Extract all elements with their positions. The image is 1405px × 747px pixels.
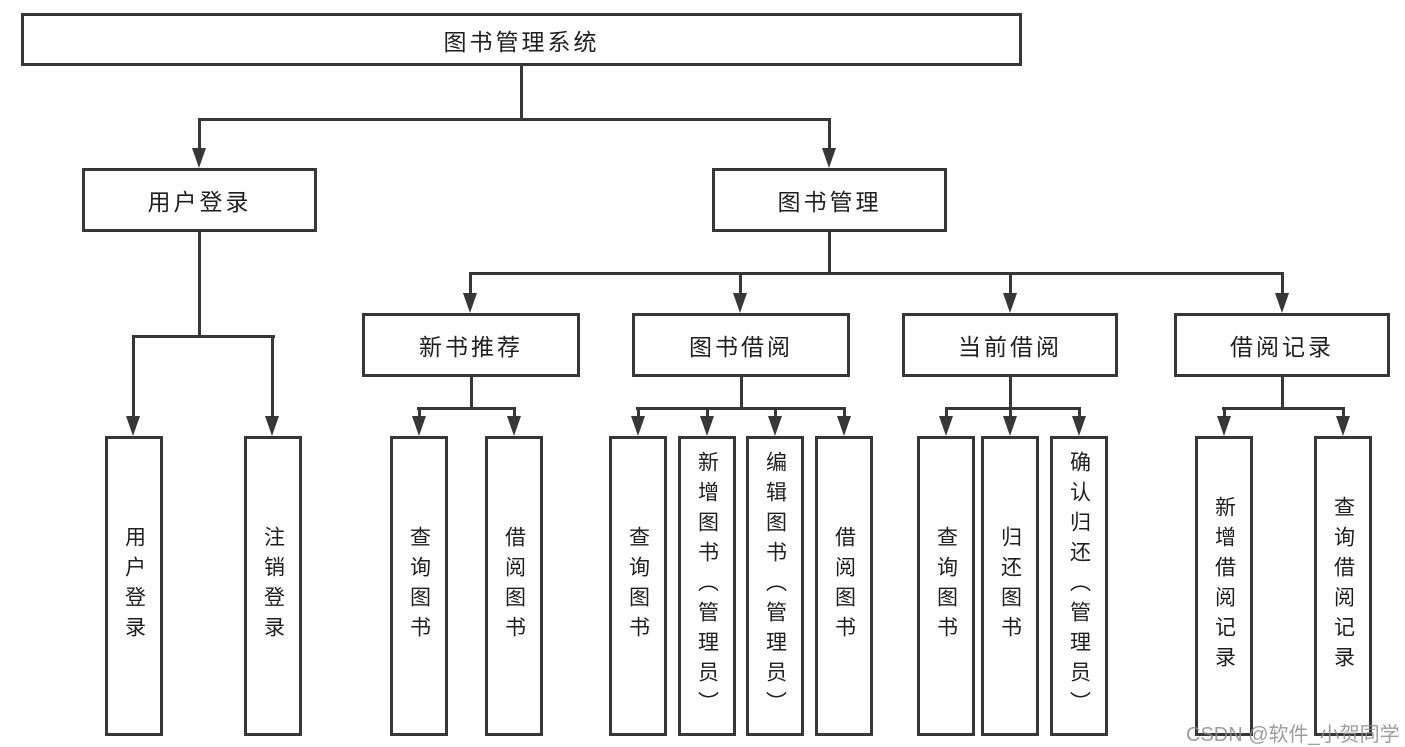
leaf-query-books-2: 查询图书 xyxy=(609,436,667,736)
connector-line xyxy=(1281,272,1284,296)
connector-line xyxy=(1281,377,1284,409)
node-borrow-record-label: 借阅记录 xyxy=(1230,334,1334,360)
leaf-add-borrow-record-label: 新增借阅记录 xyxy=(1212,496,1236,676)
watermark: CSDN @软件_小贺同学 xyxy=(1186,724,1400,746)
arrow-down-icon xyxy=(1072,416,1086,436)
connector-line xyxy=(774,407,777,419)
node-borrow-record: 借阅记录 xyxy=(1174,313,1390,377)
leaf-borrow-books-2-label: 借阅图书 xyxy=(832,526,856,646)
leaf-query-borrow-record: 查询借阅记录 xyxy=(1314,436,1372,736)
leaf-edit-book-admin-label: 编辑图书（管理员） xyxy=(763,451,787,721)
connector-line xyxy=(132,335,135,418)
leaf-add-borrow-record: 新增借阅记录 xyxy=(1195,436,1253,736)
node-current-borrow-label: 当前借阅 xyxy=(958,334,1062,360)
arrow-down-icon xyxy=(837,416,851,436)
connector-line xyxy=(1342,407,1345,419)
connector-line xyxy=(520,66,523,120)
leaf-query-books-3: 查询图书 xyxy=(917,436,975,736)
connector-line xyxy=(417,407,516,410)
connector-line xyxy=(637,407,640,419)
node-user-login-label: 用户登录 xyxy=(147,189,252,215)
connector-line xyxy=(513,407,516,419)
connector-line xyxy=(945,407,948,419)
connector-line xyxy=(469,272,472,296)
arrow-down-icon xyxy=(1217,416,1231,436)
leaf-query-books-3-label: 查询图书 xyxy=(934,526,958,646)
connector-line xyxy=(469,272,1283,275)
connector-line xyxy=(1009,407,1012,419)
leaf-borrow-books-2: 借阅图书 xyxy=(815,436,873,736)
leaf-query-books-1-label: 查询图书 xyxy=(407,526,431,646)
leaf-query-books-1: 查询图书 xyxy=(390,436,448,736)
leaf-return-books-label: 归还图书 xyxy=(998,526,1022,646)
leaf-user-login: 用户登录 xyxy=(105,436,163,736)
connector-line xyxy=(636,407,846,410)
leaf-edit-book-admin: 编辑图书（管理员） xyxy=(746,436,804,736)
node-book-management: 图书管理 xyxy=(712,168,947,232)
connector-line xyxy=(706,407,709,419)
leaf-borrow-books-1: 借阅图书 xyxy=(485,436,543,736)
leaf-query-borrow-record-label: 查询借阅记录 xyxy=(1331,496,1355,676)
connector-line xyxy=(132,335,275,338)
connector-line xyxy=(198,118,831,121)
arrow-down-icon xyxy=(939,416,953,436)
leaf-add-book-admin-label: 新增图书（管理员） xyxy=(695,451,719,721)
arrow-down-icon xyxy=(768,416,782,436)
arrow-down-icon xyxy=(1275,293,1289,313)
connector-line xyxy=(1009,377,1012,409)
leaf-return-books: 归还图书 xyxy=(981,436,1039,736)
connector-line xyxy=(739,272,742,296)
arrow-down-icon xyxy=(733,293,747,313)
arrow-down-icon xyxy=(463,293,477,313)
arrow-down-icon xyxy=(631,416,645,436)
leaf-query-books-2-label: 查询图书 xyxy=(626,526,650,646)
connector-line xyxy=(828,232,831,274)
node-book-management-label: 图书管理 xyxy=(777,189,882,215)
arrow-down-icon xyxy=(700,416,714,436)
leaf-confirm-return-admin: 确认归还（管理员） xyxy=(1050,436,1108,736)
connector-line xyxy=(828,118,831,150)
connector-line xyxy=(945,407,1080,410)
arrow-down-icon xyxy=(822,148,836,168)
connector-line xyxy=(1223,407,1226,419)
connector-line xyxy=(198,232,201,337)
connector-line xyxy=(1009,272,1012,296)
leaf-add-book-admin: 新增图书（管理员） xyxy=(678,436,736,736)
node-new-book-recommend: 新书推荐 xyxy=(362,313,580,377)
connector-line xyxy=(843,407,846,419)
arrow-down-icon xyxy=(1003,293,1017,313)
leaf-user-login-label: 用户登录 xyxy=(122,526,146,646)
arrow-down-icon xyxy=(265,416,279,436)
node-current-borrow: 当前借阅 xyxy=(902,313,1118,377)
arrow-down-icon xyxy=(412,416,426,436)
arrow-down-icon xyxy=(1336,416,1350,436)
node-root-label: 图书管理系统 xyxy=(443,28,600,55)
arrow-down-icon xyxy=(1003,416,1017,436)
leaf-confirm-return-admin-label: 确认归还（管理员） xyxy=(1067,451,1091,721)
connector-line xyxy=(271,335,274,418)
connector-line xyxy=(1078,407,1081,419)
leaf-logout: 注销登录 xyxy=(244,436,302,736)
arrow-down-icon xyxy=(126,416,140,436)
node-new-book-recommend-label: 新书推荐 xyxy=(419,334,523,360)
connector-line xyxy=(740,377,743,409)
arrow-down-icon xyxy=(507,416,521,436)
node-root: 图书管理系统 xyxy=(21,13,1022,66)
node-user-login: 用户登录 xyxy=(82,168,317,232)
leaf-logout-label: 注销登录 xyxy=(261,526,285,646)
arrow-down-icon xyxy=(192,148,206,168)
connector-line xyxy=(470,377,473,409)
leaf-borrow-books-1-label: 借阅图书 xyxy=(502,526,526,646)
connector-line xyxy=(198,118,201,150)
node-book-borrow: 图书借阅 xyxy=(632,313,850,377)
node-book-borrow-label: 图书借阅 xyxy=(689,334,793,360)
connector-line xyxy=(418,407,421,419)
connector-line xyxy=(1222,407,1345,410)
